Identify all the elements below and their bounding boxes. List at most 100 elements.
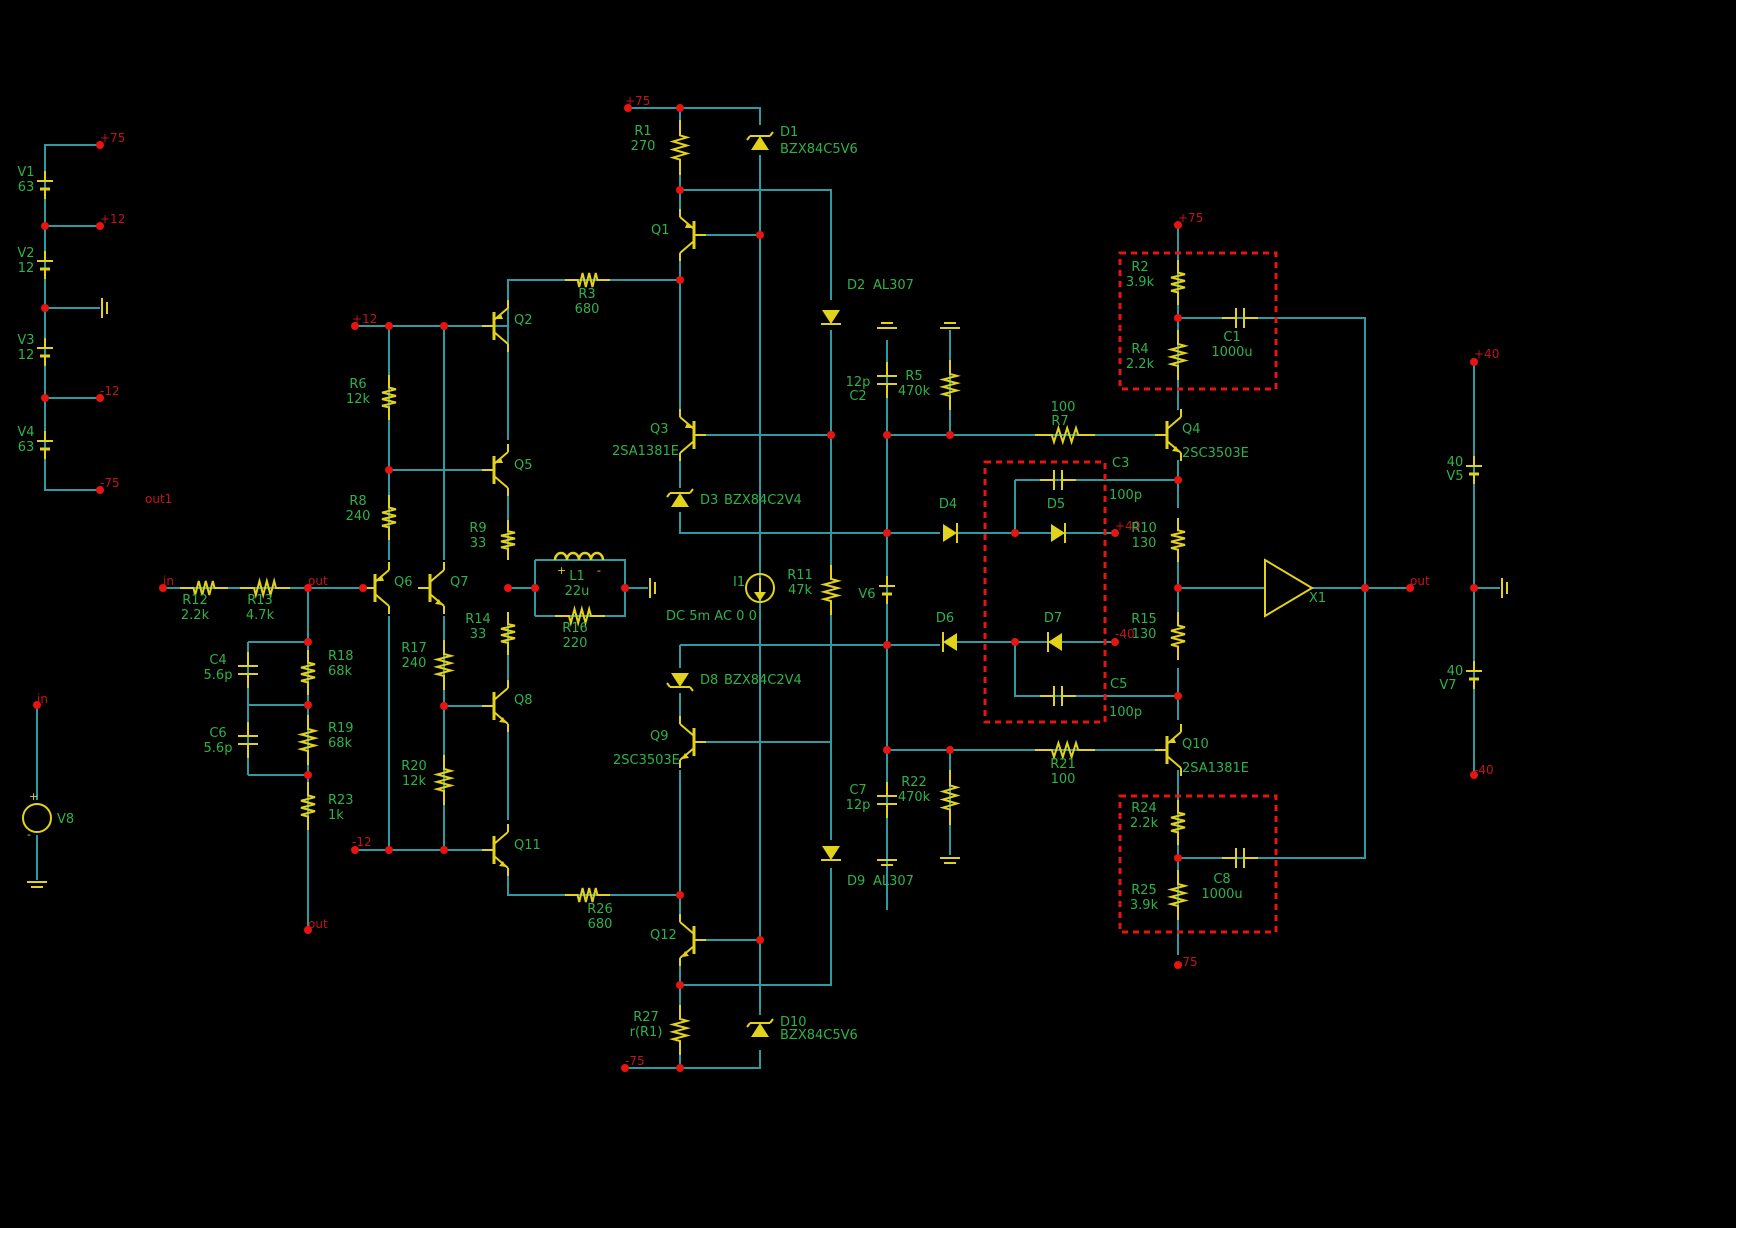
junction-node <box>359 584 367 592</box>
diode-d3 <box>666 488 694 507</box>
junction-node <box>531 584 539 592</box>
junction-node <box>41 304 49 312</box>
junction-node <box>385 466 393 474</box>
label-v7-value: 40 <box>1447 664 1464 679</box>
label-r11-value: 47k <box>788 583 813 598</box>
transistor-q12 <box>679 914 706 966</box>
resistor-r24 <box>1170 800 1186 845</box>
label-d5-name: D5 <box>1047 497 1065 512</box>
label-q10-name: Q10 <box>1182 737 1209 752</box>
highlight-box-d5-d7-c3-c5 <box>983 460 1107 724</box>
label-r19-name: R19 <box>328 721 354 736</box>
label-d1-value: BZX84C5V6 <box>780 142 858 157</box>
plus-sign: + <box>557 564 566 577</box>
wires <box>36 107 1500 1069</box>
diode-d7 <box>1047 632 1062 652</box>
capacitor-c3 <box>1040 470 1076 490</box>
junction-node <box>676 891 684 899</box>
junction-node <box>1174 221 1182 229</box>
resistor-r19 <box>297 715 319 765</box>
label-v3-value: 12 <box>18 348 35 363</box>
resistor-r15 <box>1170 612 1186 660</box>
junction-node <box>33 701 41 709</box>
diode-d5 <box>1051 523 1066 543</box>
resistor-r26 <box>565 887 610 903</box>
junction-node <box>883 431 891 439</box>
junction-node <box>159 584 167 592</box>
label-r12-name: R12 <box>182 593 208 608</box>
net-label-m40: -40 <box>1474 763 1494 777</box>
net-label-m75: -75 <box>100 476 120 490</box>
wire <box>628 107 761 125</box>
label-r13-value: 4.7k <box>246 608 275 623</box>
junction-node <box>304 638 312 646</box>
ground-icon-v8 <box>27 881 47 888</box>
label-r1-name: R1 <box>634 124 651 139</box>
wire <box>680 868 832 986</box>
junction-node <box>756 231 764 239</box>
voltage-source-v2 <box>37 251 53 279</box>
junction-node <box>440 322 448 330</box>
label-r22-value: 470k <box>898 790 931 805</box>
label-c7-value: 12p <box>846 798 871 813</box>
junction-node <box>96 222 104 230</box>
label-q6-name: Q6 <box>394 575 413 590</box>
label-r1-value: 270 <box>631 139 656 154</box>
label-d2-name: D2 <box>847 278 865 293</box>
wire <box>625 1050 761 1069</box>
label-r17-value: 240 <box>402 656 427 671</box>
label-r16-value: 220 <box>563 636 588 651</box>
label-r13-name: R13 <box>247 593 273 608</box>
label-v6-name: V6 <box>858 587 875 602</box>
wire <box>680 189 832 300</box>
resistor-r7 <box>1035 424 1095 446</box>
junction-node <box>676 1064 684 1072</box>
label-d4-name: D4 <box>939 497 957 512</box>
label-r3-value: 680 <box>575 302 600 317</box>
ground-icon-r5 <box>940 322 960 329</box>
label-d3-name: D3 <box>700 493 718 508</box>
label-r18-name: R18 <box>328 649 354 664</box>
net-label-out: out <box>308 917 328 931</box>
ground-icon-l1 <box>649 578 656 598</box>
junction-node <box>883 641 891 649</box>
label-r20-value: 12k <box>402 774 427 789</box>
minus-sign: - <box>27 828 31 841</box>
label-d10-value: BZX84C5V6 <box>780 1028 858 1043</box>
capacitor-c8 <box>1222 848 1258 868</box>
label-r18-value: 68k <box>328 664 353 679</box>
label-v7-name: V7 <box>1439 678 1456 693</box>
label-v8-name: V8 <box>57 812 74 827</box>
resistor-r21 <box>1035 739 1095 761</box>
resistor-r5 <box>939 360 961 410</box>
junction-node <box>624 104 632 112</box>
junction-node <box>440 702 448 710</box>
resistor-r4 <box>1167 330 1189 380</box>
junction-node <box>1174 854 1182 862</box>
label-r3-name: R3 <box>578 287 595 302</box>
label-v3-name: V3 <box>17 333 34 348</box>
ground-icon-left-supply <box>101 298 108 318</box>
transistor-q4 <box>1155 409 1182 461</box>
label-v4-value: 63 <box>18 440 35 455</box>
label-c3-name: C3 <box>1112 456 1129 471</box>
label-d8-name: D8 <box>700 673 718 688</box>
label-r23-value: 1k <box>328 808 344 823</box>
minus-sign: - <box>597 564 601 577</box>
transistor-q10 <box>1155 724 1182 776</box>
junction-node <box>304 701 312 709</box>
label-r10-value: 130 <box>1132 536 1157 551</box>
net-label-m75: -75 <box>625 1054 645 1068</box>
junction-node <box>1174 476 1182 484</box>
ground-icon-c7 <box>877 859 897 866</box>
label-v5-name: V5 <box>1446 469 1463 484</box>
label-r15-value: 130 <box>1132 627 1157 642</box>
net-label-in: in <box>163 574 174 588</box>
junction-node <box>946 746 954 754</box>
label-d3-value: BZX84C2V4 <box>724 493 802 508</box>
components: +-+- <box>22 120 1508 1055</box>
junction-node <box>1011 638 1019 646</box>
junction-node <box>1011 529 1019 537</box>
label-r14-value: 33 <box>470 627 487 642</box>
